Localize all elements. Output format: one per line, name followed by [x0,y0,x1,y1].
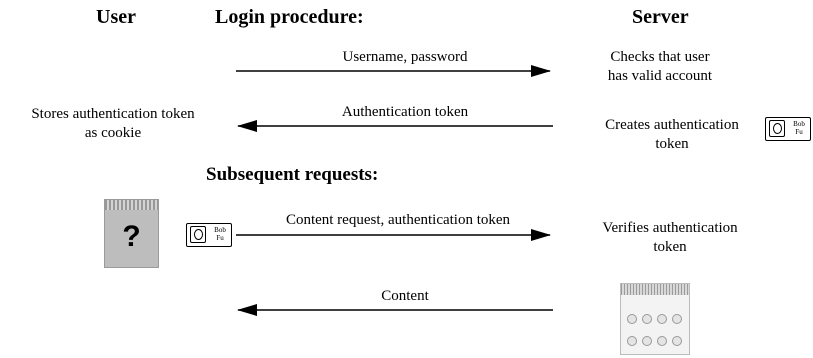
token-face-icon [769,120,785,137]
token-card-icon: Bob Fu [765,117,811,141]
message-content-request: Content request, authentication token [285,212,511,228]
user-action-stores-line1: Stores authentication token [31,106,195,122]
web-page-thumbnail [657,336,667,346]
web-page-icon [620,283,690,355]
web-page-thumbnail [672,314,682,324]
question-mark-glyph: ? [122,220,141,253]
web-page-thumbnail [627,336,637,346]
server-action-checks: Checks that user has valid account [590,48,730,86]
token-card-name-line2: Fu [216,234,224,242]
login-procedure-header: Login procedure: [215,6,364,28]
user-header: User [96,6,136,28]
web-page-thumbnail [642,336,652,346]
server-action-creates-line1: Creates authentication [605,117,739,133]
server-action-creates: Creates authentication token [587,116,757,154]
browser-toolbar [105,200,158,210]
token-card-name: Bob Fu [209,226,231,242]
message-authentication-token: Authentication token [341,104,469,120]
token-card-name: Bob Fu [788,120,810,136]
token-card-name-line2: Fu [795,128,803,136]
token-card-icon: Bob Fu [186,223,232,247]
message-username-password: Username, password [342,49,468,65]
subsequent-requests-header: Subsequent requests: [206,164,379,185]
token-face-icon [190,226,206,243]
web-page-thumbnail [657,314,667,324]
browser-unknown-icon: ? [104,199,159,268]
server-action-verifies-line1: Verifies authentication [602,220,738,236]
token-card-name-line1: Bob [793,120,805,128]
server-action-creates-line2: token [655,136,689,152]
web-page-thumbnail [627,314,637,324]
user-action-stores-line2: as cookie [84,125,142,141]
server-action-verifies: Verifies authentication token [580,219,760,257]
web-page-toolbar [621,284,689,295]
server-header: Server [632,6,689,28]
token-card-name-line1: Bob [214,226,226,234]
server-action-checks-line1: Checks that user [610,49,710,65]
user-action-stores: Stores authentication token as cookie [8,105,218,143]
web-page-thumbnail [642,314,652,324]
message-content: Content [381,288,429,304]
server-action-checks-line2: has valid account [607,68,713,84]
server-action-verifies-line2: token [653,239,687,255]
web-page-thumbnail [672,336,682,346]
